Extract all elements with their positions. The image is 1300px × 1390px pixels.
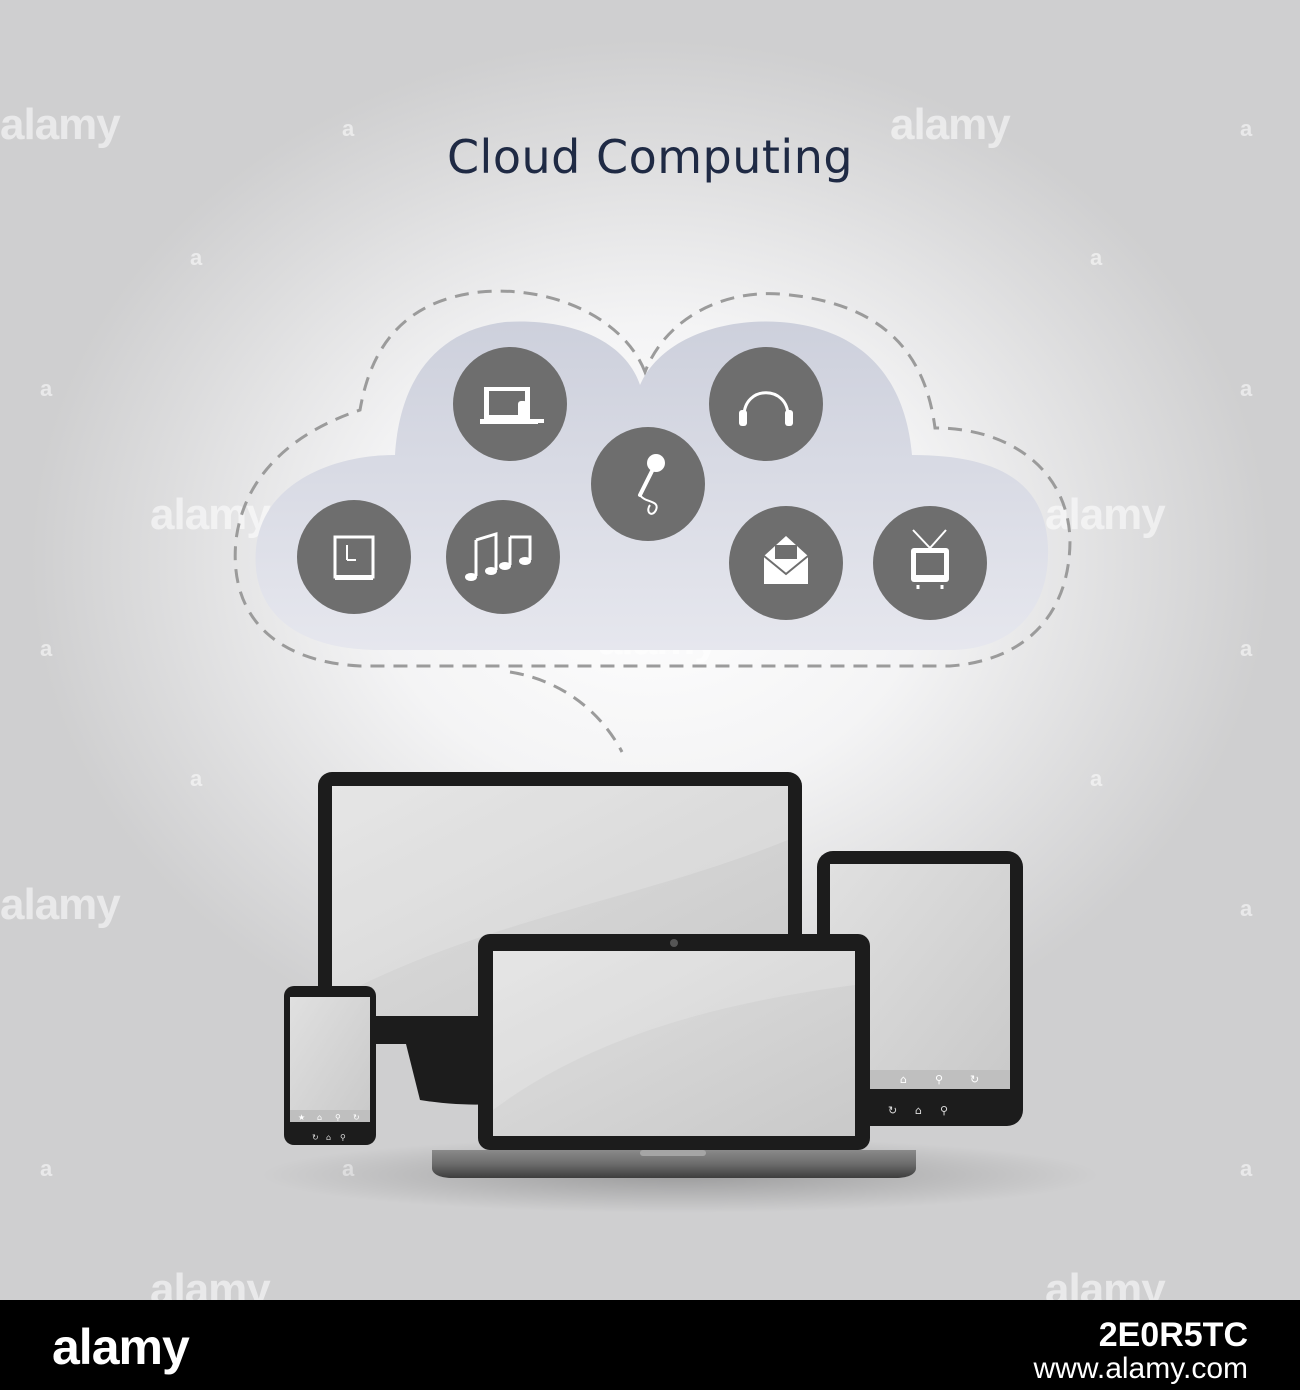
presentation-icon[interactable] (453, 347, 567, 461)
svg-text:↻: ↻ (353, 1113, 360, 1122)
svg-text:↻: ↻ (312, 1133, 319, 1142)
watermark-mark: a (1090, 245, 1103, 270)
cloud-connector-line (509, 670, 624, 753)
svg-text:⌂: ⌂ (326, 1133, 331, 1142)
watermark: alamy (150, 490, 271, 539)
microphone-icon[interactable] (591, 427, 705, 541)
svg-text:⌂: ⌂ (915, 1104, 922, 1117)
svg-text:⌂: ⌂ (900, 1073, 907, 1086)
svg-text:★: ★ (298, 1113, 305, 1122)
watermark-mark: a (1090, 766, 1103, 791)
page-title: Cloud Computing (446, 130, 854, 184)
watermark: alamy (0, 100, 121, 149)
cloud-devices-illustration: ⌂ ⚲ ↻ ↻ ⌂ ⚲ ★ ⌂ ⚲ ↻ ↻ ⌂ ⚲ (233, 289, 1100, 1213)
svg-text:↻: ↻ (970, 1073, 979, 1086)
footer-image-info: 2E0R5TC www.alamy.com (1034, 1318, 1248, 1386)
svg-text:⌂: ⌂ (317, 1113, 322, 1122)
svg-text:⚲: ⚲ (335, 1113, 341, 1122)
illustration-canvas: alamy alamy alamy alamy alamy alamy alam… (0, 0, 1300, 1300)
watermark-mark: a (1240, 896, 1253, 921)
headphones-icon[interactable] (709, 347, 823, 461)
watermark-mark: a (190, 245, 203, 270)
watermark: alamy (0, 880, 121, 929)
svg-text:↻: ↻ (888, 1104, 897, 1117)
site-url[interactable]: www.alamy.com (1033, 1352, 1248, 1385)
watermark: alamy (150, 1265, 271, 1300)
watermark-mark: a (1240, 116, 1253, 141)
watermark-mark: a (40, 376, 53, 401)
watermark: alamy (1045, 490, 1166, 539)
watermark-mark: a (40, 1156, 53, 1181)
watermark-mark: a (1240, 636, 1253, 661)
footer-brand-logo[interactable]: alamy (52, 1319, 190, 1375)
watermark-mark: a (190, 766, 203, 791)
footer-bar (0, 1300, 1300, 1390)
svg-text:⚲: ⚲ (940, 1104, 948, 1117)
watermark-mark: a (342, 116, 355, 141)
music-notes-icon[interactable] (446, 500, 560, 614)
watermark-mark: a (40, 636, 53, 661)
cloud-dashed-outline (233, 289, 1072, 668)
mail-icon[interactable] (729, 506, 843, 620)
svg-text:⚲: ⚲ (340, 1133, 346, 1142)
image-id: 2E0R5TC (1098, 1316, 1248, 1354)
watermark: alamy (1045, 1265, 1166, 1300)
laptop-device (432, 934, 916, 1178)
svg-text:⚲: ⚲ (935, 1073, 943, 1086)
smartphone-device: ★ ⌂ ⚲ ↻ ↻ ⌂ ⚲ (284, 986, 376, 1145)
tv-icon[interactable] (873, 506, 987, 620)
watermark-mark: a (1240, 376, 1253, 401)
watermark: alamy (890, 100, 1011, 149)
clock-icon[interactable] (297, 500, 411, 614)
watermark-mark: a (1240, 1156, 1253, 1181)
